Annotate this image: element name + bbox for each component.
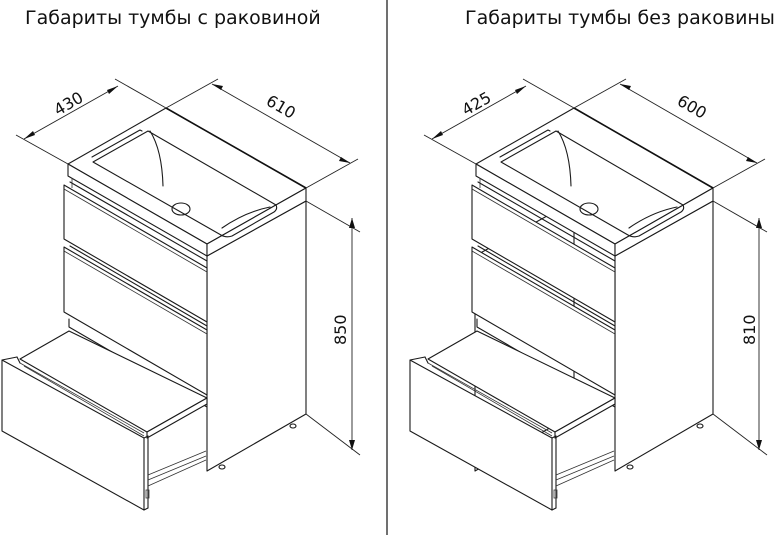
dimension-depth-label: 430 xyxy=(51,88,87,120)
drawer-3-open xyxy=(409,318,616,511)
foot xyxy=(218,464,226,470)
foot xyxy=(289,423,297,429)
dimension-height-label: 850 xyxy=(331,314,350,345)
dimension-width-label: 610 xyxy=(263,91,299,123)
drawer-3-open xyxy=(1,318,208,511)
dimension-depth-label: 425 xyxy=(459,88,495,120)
cabinet-with-sink: 430 610 850 xyxy=(1,78,361,511)
panel-title-with-sink: Габариты тумбы с раковиной xyxy=(25,7,321,29)
panel-title-without-sink: Габариты тумбы без раковины xyxy=(465,7,775,29)
drawer-1 xyxy=(471,178,616,323)
dimension-height-label: 810 xyxy=(740,314,759,345)
cabinet-without-sink-body: 425 600 810 xyxy=(409,78,768,511)
drawer-2 xyxy=(63,245,208,396)
sink-basin xyxy=(91,129,278,238)
drawer-1 xyxy=(63,178,208,323)
dimension-height: 850 xyxy=(305,200,361,456)
dimension-height: 810 xyxy=(712,200,768,456)
sink-basin xyxy=(499,129,685,238)
drawer-2 xyxy=(471,245,616,396)
